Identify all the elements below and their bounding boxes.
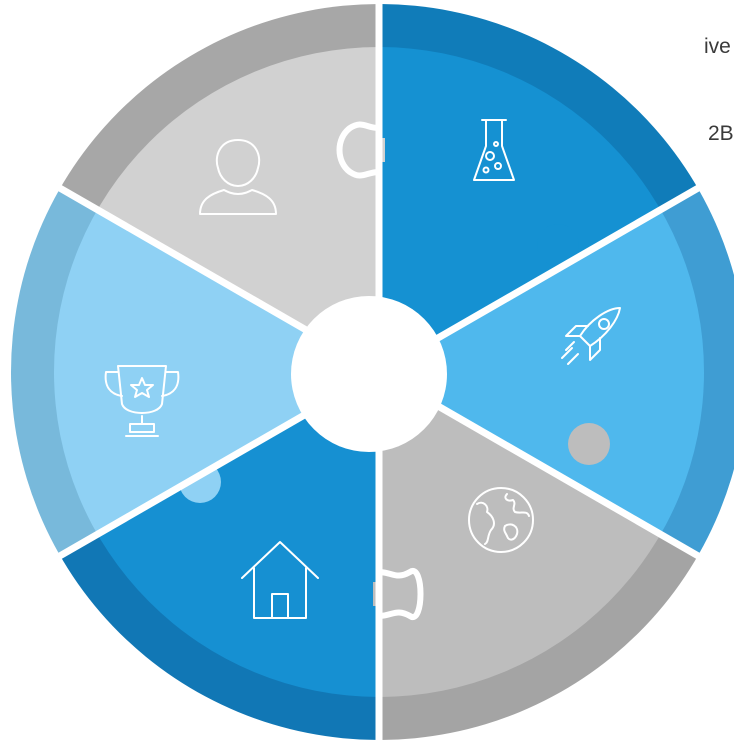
segment-bottom-right <box>379 372 734 740</box>
trophy-icon <box>104 365 180 437</box>
person-icon <box>199 139 277 215</box>
tab-left-into-top-left <box>146 262 188 304</box>
tab-bottom-right-into-right <box>568 423 610 465</box>
rocket-icon <box>561 307 621 365</box>
tab-outlines <box>336 121 424 620</box>
segment-bottom-left <box>11 372 379 740</box>
flask-icon <box>473 119 515 181</box>
house-icon <box>241 541 319 619</box>
text-fragment-top: ive <box>704 35 731 58</box>
center-hub <box>291 296 447 452</box>
tab-top-right-into-right <box>537 224 579 266</box>
segment-top-left <box>11 4 379 372</box>
globe-icon <box>468 487 534 553</box>
segment-top-right <box>379 4 734 372</box>
text-fragment-middle: 2B <box>708 122 734 145</box>
